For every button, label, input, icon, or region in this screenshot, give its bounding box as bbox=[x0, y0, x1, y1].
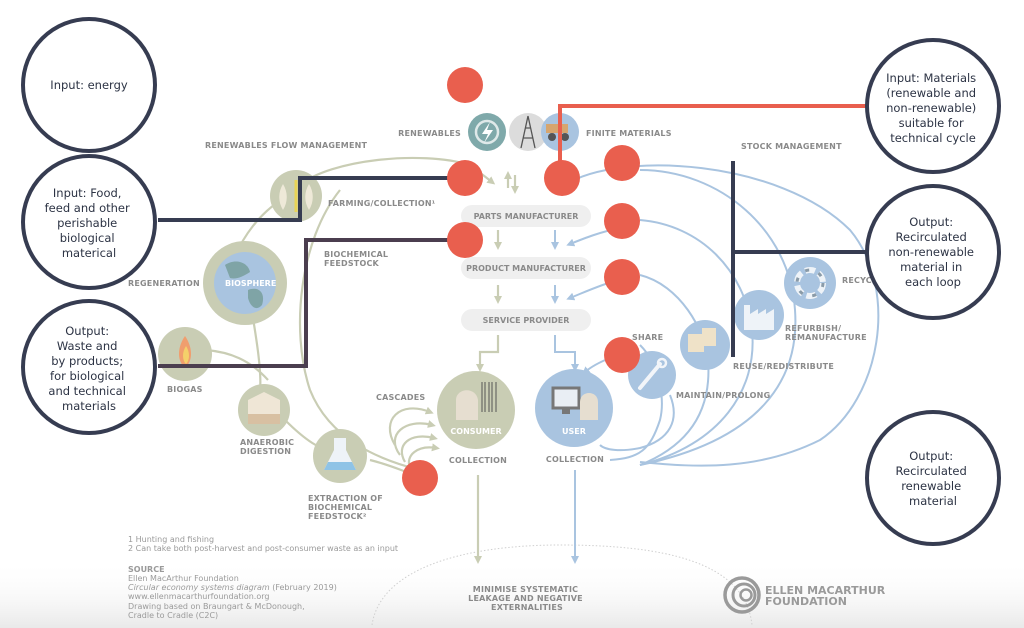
leakage-boundary-arc bbox=[371, 544, 753, 626]
refurbish-node bbox=[734, 290, 784, 340]
callout-recirculated-renewable: Output: Recirculated renewable material bbox=[865, 410, 1001, 546]
logo-line-2: FOUNDATION bbox=[765, 595, 847, 608]
footnote-1: 1 Hunting and fishing bbox=[128, 535, 214, 544]
marker-energy bbox=[447, 67, 483, 103]
renewables-flow-management-label: RENEWABLES FLOW MANAGEMENT bbox=[205, 141, 368, 150]
extraction-label: EXTRACTION OF BIOCHEMICAL FEEDSTOCK² bbox=[308, 494, 386, 521]
biochemical-feedstock-label: BIOCHEMICAL FEEDSTOCK bbox=[324, 250, 391, 268]
callout-waste: Output: Waste and by products; for biolo… bbox=[21, 299, 157, 435]
marker-share bbox=[604, 337, 640, 373]
maintain-node bbox=[628, 351, 676, 399]
tech-collection-label: COLLECTION bbox=[546, 455, 604, 464]
marker-materials bbox=[544, 160, 580, 196]
finite-materials-label: FINITE MATERIALS bbox=[586, 129, 672, 138]
bottom-fade bbox=[0, 560, 1024, 628]
red-markers bbox=[402, 67, 640, 496]
footnotes: 1 Hunting and fishing 2 Can take both po… bbox=[128, 535, 398, 620]
svg-text:Output: Recirculated: Output: Recirculated non-renewable mater… bbox=[888, 215, 977, 289]
marker-renewable-output bbox=[402, 460, 438, 496]
drawing-credit-1: Drawing based on Braungart & McDonough, bbox=[128, 602, 305, 611]
callout-connectors bbox=[158, 83, 872, 480]
marker-food bbox=[447, 160, 483, 196]
recycle-label: RECYCLE bbox=[842, 276, 883, 285]
consumer-node bbox=[437, 371, 515, 449]
maintain-prolong-label: MAINTAIN/PROLONG bbox=[676, 391, 770, 400]
farming-collection-label: FARMING/COLLECTION¹ bbox=[328, 199, 436, 208]
oil-rig-icon bbox=[509, 113, 547, 151]
service-provider-label: SERVICE PROVIDER bbox=[483, 316, 570, 325]
ellen-macarthur-logo: ELLEN MACARTHUR FOUNDATION bbox=[723, 576, 886, 614]
biosphere-label: BIOSPHERE bbox=[225, 279, 276, 288]
biogas-label: BIOGAS bbox=[167, 385, 203, 394]
callout-materials: Input: Materials (renewable and non-rene… bbox=[865, 38, 1001, 174]
product-manufacturer-box: PRODUCT MANUFACTURER bbox=[461, 257, 591, 279]
source-url: www.ellenmacarthurfoundation.org bbox=[128, 592, 269, 601]
recycle-node bbox=[784, 257, 836, 309]
anaerobic-digestion-label: ANAEROBIC DIGESTION bbox=[240, 438, 297, 456]
parts-manufacturer-box: PARTS MANUFACTURER bbox=[461, 205, 591, 227]
marker-stock-1 bbox=[604, 145, 640, 181]
leakage-label: MINIMISE SYSTEMATIC LEAKAGE AND NEGATIVE… bbox=[468, 585, 586, 612]
reuse-node bbox=[680, 320, 730, 370]
consumer-label: CONSUMER bbox=[450, 427, 501, 436]
source-title: SOURCE bbox=[128, 565, 165, 574]
callout-energy: Input: energy bbox=[21, 17, 157, 153]
marker-stock-2 bbox=[604, 203, 640, 239]
source-document: Circular economy systems diagram (Februa… bbox=[128, 583, 337, 592]
refurbish-remanufacture-label: REFURBISH/ REMANUFACTURE bbox=[785, 324, 867, 342]
source-org: Ellen MacArthur Foundation bbox=[128, 574, 239, 583]
user-label: USER bbox=[562, 427, 586, 436]
service-provider-box: SERVICE PROVIDER bbox=[461, 309, 591, 331]
svg-text:Output: Waste and: Output: Waste and by products; for biolo… bbox=[48, 324, 129, 413]
cascades-label: CASCADES bbox=[376, 393, 425, 402]
biogas-node bbox=[158, 327, 212, 381]
drawing-credit-2: Cradle to Cradle (C2C) bbox=[128, 611, 218, 620]
anaerobic-digestion-node bbox=[238, 384, 290, 436]
share-label: SHARE bbox=[632, 333, 663, 342]
svg-text:Input: energy: Input: energy bbox=[50, 78, 128, 92]
reuse-redistribute-label: REUSE/REDISTRIBUTE bbox=[733, 362, 834, 371]
parts-manufacturer-label: PARTS MANUFACTURER bbox=[474, 212, 579, 221]
svg-text:Input: Food, feed and ot: Input: Food, feed and other perishable b… bbox=[45, 186, 134, 260]
logo-line-1: ELLEN MACARTHUR bbox=[765, 584, 886, 597]
product-manufacturer-label: PRODUCT MANUFACTURER bbox=[466, 264, 586, 273]
callout-recirculated-nonrenewable: Output: Recirculated non-renewable mater… bbox=[865, 184, 1001, 320]
marker-stock-3 bbox=[604, 259, 640, 295]
regeneration-label: REGENERATION bbox=[128, 279, 200, 288]
renewables-icon bbox=[468, 113, 506, 151]
stock-management-label: STOCK MANAGEMENT bbox=[741, 142, 842, 151]
footnote-2: 2 Can take both post-harvest and post-co… bbox=[128, 544, 398, 553]
callout-food: Input: Food, feed and other perishable b… bbox=[21, 154, 157, 290]
extraction-node bbox=[313, 429, 367, 483]
svg-text:Input: Materials (renewa: Input: Materials (renewable and non-rene… bbox=[886, 71, 980, 145]
renewables-label: RENEWABLES bbox=[398, 129, 461, 138]
user-node bbox=[535, 369, 613, 447]
farming-collection-node bbox=[270, 170, 322, 222]
bio-collection-label: COLLECTION bbox=[449, 456, 507, 465]
marker-waste bbox=[447, 222, 483, 258]
biosphere-node bbox=[203, 241, 287, 325]
svg-text:Output: Recirculated: Output: Recirculated renewable material bbox=[896, 449, 971, 508]
